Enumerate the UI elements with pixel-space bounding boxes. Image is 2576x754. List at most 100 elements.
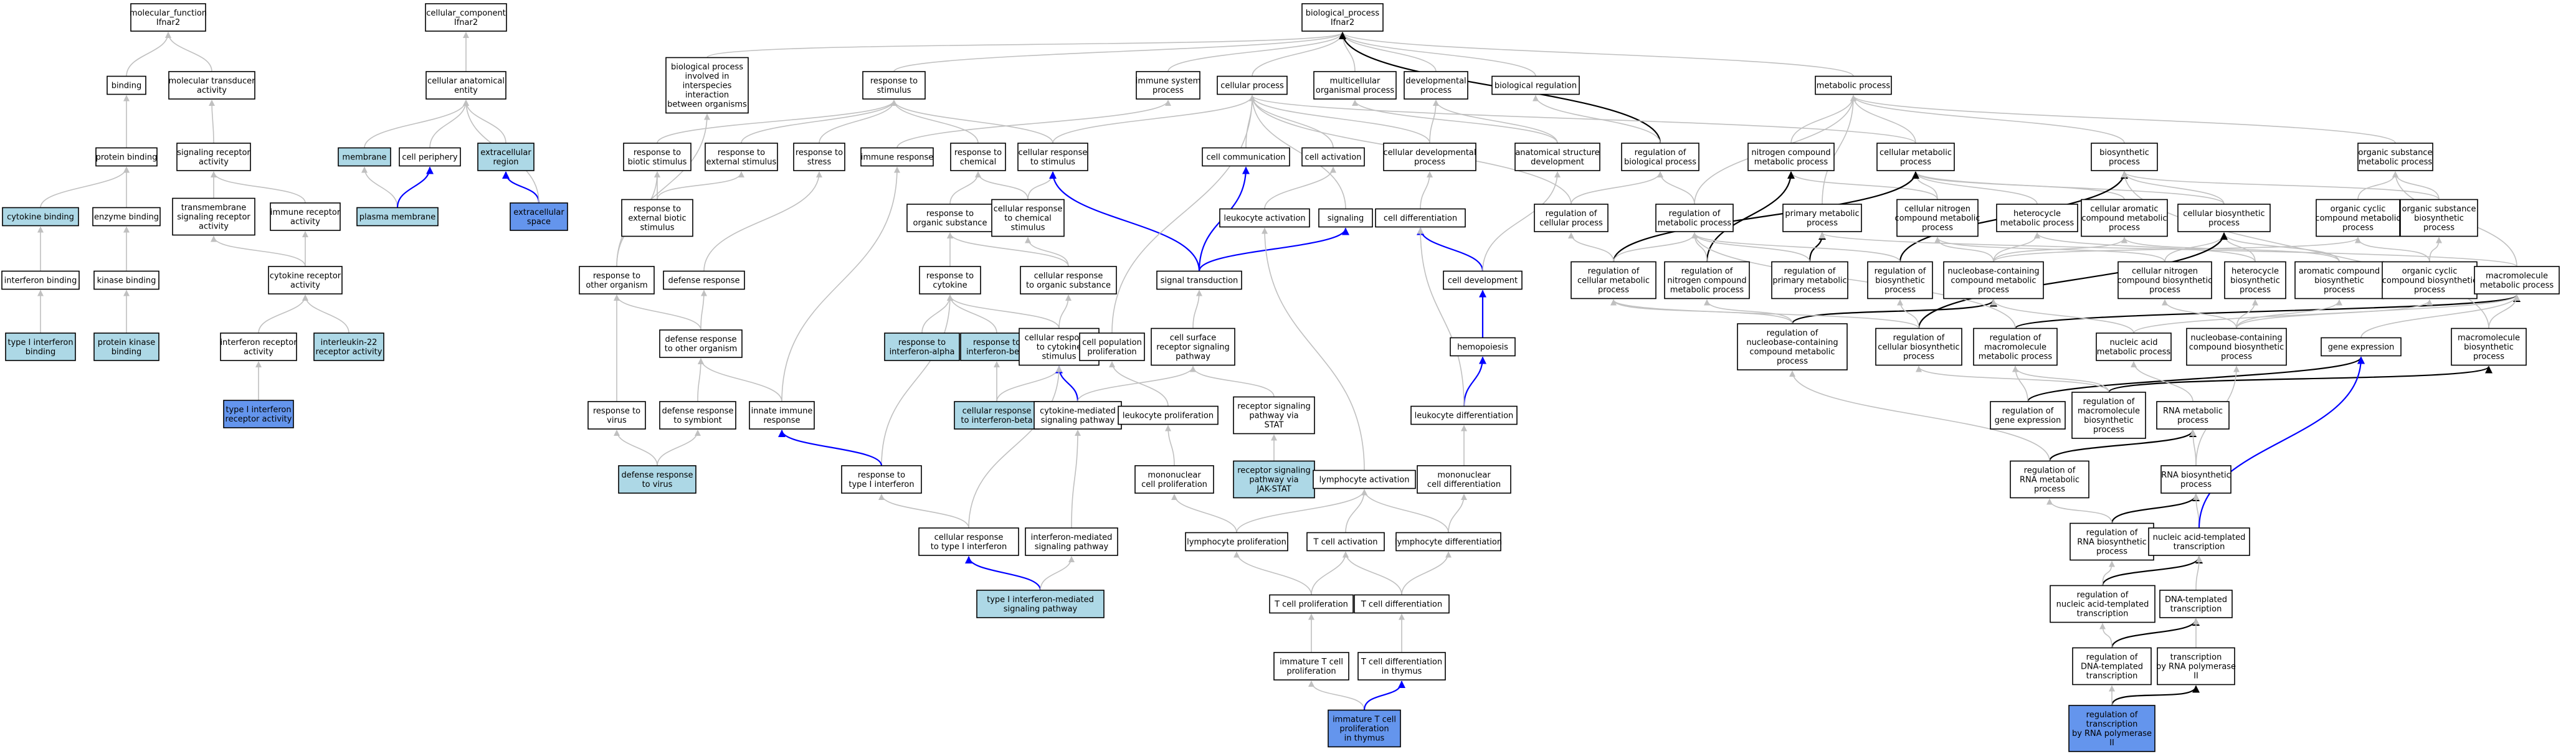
go-term-ifnbind[interactable]: interferon binding [1,270,80,290]
go-term-metp[interactable]: metabolic process [1815,75,1892,95]
go-term-signaling[interactable]: signaling [1318,208,1373,228]
go-term-enzbind[interactable]: enzyme binding [92,207,161,227]
go-term-kinbind[interactable]: kinase binding [93,270,159,290]
go-term-membrane[interactable]: membrane [338,147,391,167]
go-term-celldiff[interactable]: cell differentiation [1375,208,1466,228]
go-term-cytbind[interactable]: cytokine binding [2,207,79,227]
go-term-hemo[interactable]: hemopoiesis [1450,337,1516,357]
go-term-cp[interactable]: cellular process [1217,75,1288,95]
go-term-leukdiff[interactable]: leukocyte differentiation [1410,405,1518,425]
go-term-lymphact[interactable]: lymphocyte activation [1313,469,1416,489]
go-term-leukact[interactable]: leukocyte activation [1219,208,1310,228]
go-term-tcelldiff[interactable]: T cell differentiation [1354,594,1450,614]
go-term-binding[interactable]: binding [107,75,146,95]
go-term-tcellprol[interactable]: T cell proliferation [1269,594,1354,614]
go-term-lymphprol[interactable]: lymphocyte proliferation [1185,532,1288,552]
go-term-cellcomm[interactable]: cell communication [1202,147,1290,167]
go-term-celldev[interactable]: cell development [1443,270,1523,290]
go-term-sigtrans[interactable]: signal transduction [1156,270,1242,290]
go-term-lymphdiff[interactable]: lymphocyte differentiation [1395,532,1502,552]
go-term-protbind[interactable]: protein binding [95,147,158,167]
go-term-pm[interactable]: plasma membrane [356,207,439,227]
go-term-leukprol[interactable]: leukocyte proliferation [1118,405,1219,425]
